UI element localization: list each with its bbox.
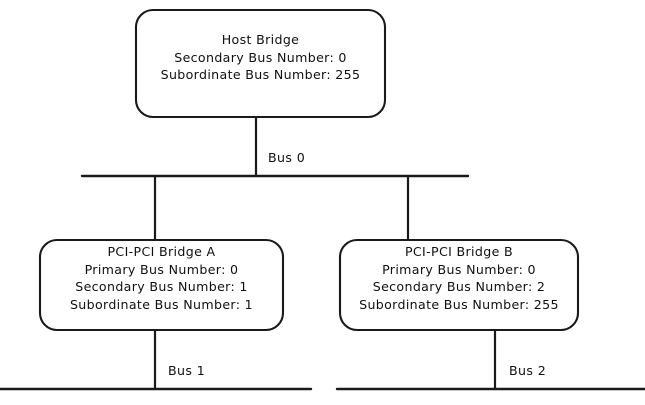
bus-1-label: Bus 1	[168, 363, 206, 378]
pci-pci-bridge-a-label: PCI-PCI Bridge A Primary Bus Number: 0 S…	[40, 243, 283, 313]
bridge-a-line-3: Secondary Bus Number: 1	[75, 279, 248, 295]
host-bridge-label: Host Bridge Secondary Bus Number: 0 Subo…	[136, 31, 385, 84]
bridge-b-line-3: Secondary Bus Number: 2	[372, 279, 546, 295]
host-bridge-box[interactable]	[134, 8, 387, 119]
host-bridge-line-3: Subordinate Bus Number: 255	[160, 67, 361, 83]
bridge-b-line-2: Primary Bus Number: 0	[382, 261, 536, 277]
bus-0-label: Bus 0	[268, 150, 306, 165]
bridge-b-line-1: PCI-PCI Bridge B	[404, 244, 514, 259]
pci-pci-bridge-a-box[interactable]	[38, 238, 285, 332]
pci-pci-bridge-b-label: PCI-PCI Bridge B Primary Bus Number: 0 S…	[340, 243, 578, 313]
bridge-a-line-1: PCI-PCI Bridge A	[107, 244, 216, 259]
bridge-b-line-4: Subordinate Bus Number: 255	[359, 296, 559, 312]
bridge-a-line-2: Primary Bus Number: 0	[84, 261, 239, 277]
pci-pci-bridge-b-box[interactable]	[338, 238, 580, 332]
host-bridge-line-2: Secondary Bus Number: 0	[174, 49, 347, 65]
bridge-a-line-4: Subordinate Bus Number: 1	[69, 296, 254, 312]
host-bridge-line-1: Host Bridge	[221, 32, 300, 47]
bus-2-label: Bus 2	[509, 363, 547, 378]
